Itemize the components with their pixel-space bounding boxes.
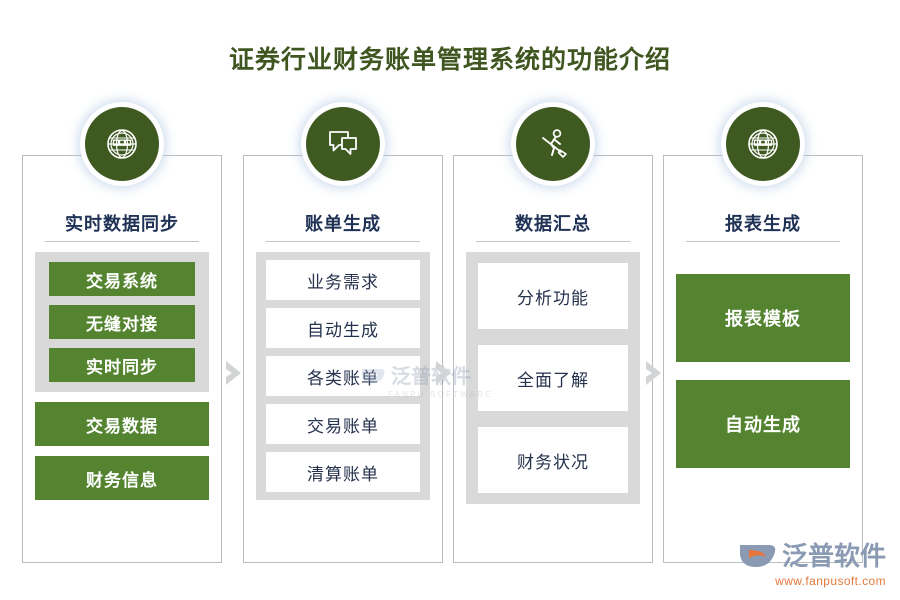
flow-arrow-3 — [645, 360, 663, 386]
column-title-underline — [686, 241, 840, 242]
column-realtime-data-sync[interactable]: 实时数据同步交易系统无缝对接实时同步交易数据财务信息 — [22, 107, 222, 563]
list-item[interactable]: 交易系统 — [49, 262, 195, 296]
connector-rail-right — [155, 155, 221, 156]
column-title-realtime-data-sync: 实时数据同步 — [65, 214, 179, 234]
grouped-items-panel: 业务需求自动生成各类账单交易账单清算账单 — [256, 252, 430, 500]
column-title-data-aggregation: 数据汇总 — [515, 214, 591, 234]
list-item[interactable]: 清算账单 — [266, 452, 420, 492]
icon-badge-data-aggregation[interactable] — [516, 107, 590, 181]
connector-rail-left — [664, 155, 730, 156]
column-body: 交易系统无缝对接实时同步交易数据财务信息 — [35, 252, 209, 552]
fanpu-swoosh-icon — [739, 544, 776, 567]
icon-badge-bill-generation[interactable] — [306, 107, 380, 181]
icon-badge-realtime-data-sync[interactable] — [85, 107, 159, 181]
grouped-items-panel: 分析功能全面了解财务状况 — [466, 252, 640, 504]
connector-rail-right — [586, 155, 652, 156]
column-body: 报表模板自动生成 — [676, 252, 850, 552]
column-title-underline — [45, 241, 199, 242]
connector-rail-right — [376, 155, 442, 156]
column-title-bill-generation: 账单生成 — [305, 214, 381, 234]
list-item[interactable]: 业务需求 — [266, 260, 420, 300]
connector-rail-left — [244, 155, 310, 156]
column-title-underline — [476, 241, 630, 242]
column-title-report-generation: 报表生成 — [725, 214, 801, 234]
column-bill-generation[interactable]: 账单生成业务需求自动生成各类账单交易账单清算账单 — [243, 107, 443, 563]
grouped-items-panel: 交易系统无缝对接实时同步 — [35, 252, 209, 392]
list-item[interactable]: 报表模板 — [676, 274, 850, 362]
logo-url: www.fanpusoft.com — [775, 574, 886, 588]
fanpu-logo: 泛普软件 www.fanpusoft.com — [738, 536, 886, 588]
list-item[interactable]: 分析功能 — [478, 263, 628, 329]
page-title: 证券行业财务账单管理系统的功能介绍 — [228, 47, 671, 74]
list-item[interactable]: 无缝对接 — [49, 305, 195, 339]
icon-badge-report-generation[interactable] — [726, 107, 800, 181]
connector-rail-left — [454, 155, 520, 156]
list-item[interactable]: 财务信息 — [35, 456, 209, 500]
list-item[interactable]: 自动生成 — [676, 380, 850, 468]
list-item[interactable]: 各类账单 — [266, 356, 420, 396]
globe-icon — [748, 129, 778, 159]
list-item[interactable]: 交易账单 — [266, 404, 420, 444]
column-report-generation[interactable]: 报表生成报表模板自动生成 — [663, 107, 863, 563]
connector-rail-right — [796, 155, 862, 156]
column-body: 业务需求自动生成各类账单交易账单清算账单 — [256, 252, 430, 552]
list-item[interactable]: 财务状况 — [478, 427, 628, 493]
process-columns: 实时数据同步交易系统无缝对接实时同步交易数据财务信息账单生成业务需求自动生成各类… — [22, 107, 882, 565]
flow-arrow-2 — [435, 360, 453, 386]
list-item[interactable]: 交易数据 — [35, 402, 209, 446]
list-item[interactable]: 全面了解 — [478, 345, 628, 411]
column-data-aggregation[interactable]: 数据汇总分析功能全面了解财务状况 — [453, 107, 653, 563]
column-title-underline — [266, 241, 420, 242]
globe-icon — [107, 129, 137, 159]
list-item[interactable]: 实时同步 — [49, 348, 195, 382]
column-body: 分析功能全面了解财务状况 — [466, 252, 640, 552]
list-item[interactable]: 自动生成 — [266, 308, 420, 348]
flow-arrow-1 — [225, 360, 243, 386]
chat-bubbles-icon — [329, 131, 357, 155]
logo-text: 泛普软件 — [781, 541, 886, 571]
rowing-person-icon — [542, 129, 567, 158]
connector-rail-left — [23, 155, 89, 156]
